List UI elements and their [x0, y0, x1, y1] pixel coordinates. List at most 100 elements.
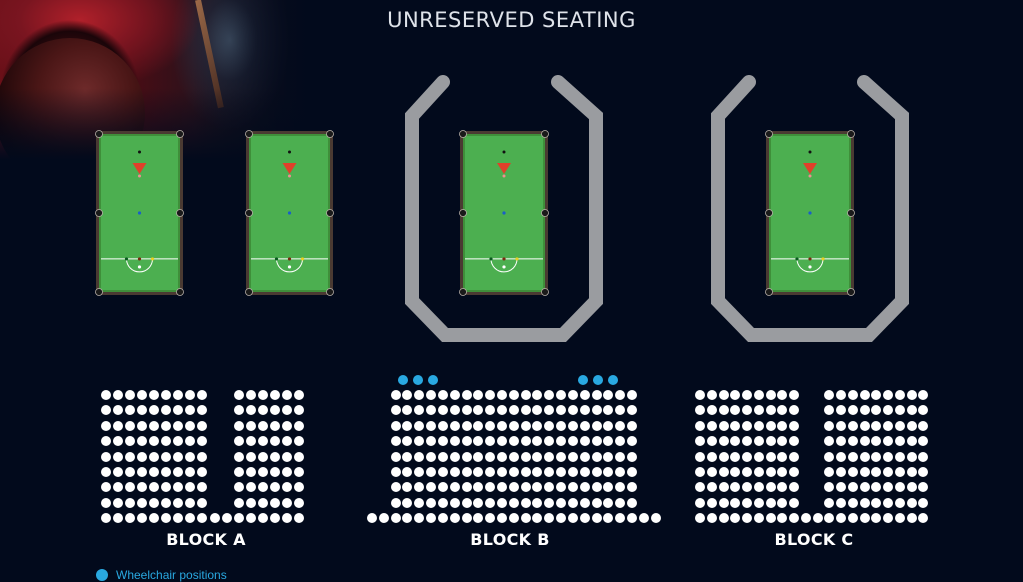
- seat[interactable]: [789, 405, 799, 416]
- seat[interactable]: [414, 497, 425, 508]
- seat[interactable]: [777, 482, 788, 493]
- seat[interactable]: [859, 436, 870, 447]
- seat[interactable]: [544, 405, 555, 416]
- seat[interactable]: [197, 482, 208, 493]
- seat[interactable]: [718, 467, 729, 477]
- seat[interactable]: [449, 390, 460, 400]
- seat[interactable]: [520, 436, 531, 447]
- seat[interactable]: [579, 390, 590, 400]
- seat[interactable]: [871, 390, 882, 400]
- seat[interactable]: [449, 467, 460, 477]
- seat[interactable]: [883, 436, 893, 447]
- seat[interactable]: [742, 436, 752, 447]
- seat[interactable]: [556, 405, 567, 416]
- seat[interactable]: [269, 482, 280, 493]
- seat[interactable]: [556, 390, 567, 400]
- seat[interactable]: [824, 451, 835, 462]
- seat[interactable]: [508, 390, 519, 400]
- seat[interactable]: [765, 482, 776, 493]
- seat[interactable]: [149, 420, 160, 431]
- seat[interactable]: [497, 436, 508, 447]
- seat[interactable]: [627, 482, 638, 493]
- seat[interactable]: [591, 513, 602, 524]
- seat[interactable]: [906, 390, 917, 400]
- seat[interactable]: [461, 467, 472, 477]
- seat[interactable]: [918, 451, 929, 462]
- seat[interactable]: [777, 513, 788, 524]
- seat[interactable]: [426, 482, 437, 493]
- seat[interactable]: [871, 405, 882, 416]
- seat[interactable]: [777, 451, 788, 462]
- seat[interactable]: [753, 405, 764, 416]
- seat[interactable]: [567, 451, 578, 462]
- seat[interactable]: [221, 513, 232, 524]
- seat[interactable]: [718, 420, 729, 431]
- seat[interactable]: [137, 436, 148, 447]
- seat[interactable]: [591, 482, 602, 493]
- seat[interactable]: [449, 482, 460, 493]
- seat[interactable]: [473, 513, 484, 524]
- seat[interactable]: [883, 513, 893, 524]
- seat[interactable]: [765, 451, 776, 462]
- seat[interactable]: [113, 467, 124, 477]
- seat[interactable]: [567, 420, 578, 431]
- seat[interactable]: [765, 513, 776, 524]
- seat[interactable]: [390, 482, 401, 493]
- seat[interactable]: [281, 405, 292, 416]
- seat[interactable]: [508, 405, 519, 416]
- seat[interactable]: [173, 482, 184, 493]
- wheelchair-seat[interactable]: [413, 375, 423, 385]
- seat[interactable]: [497, 513, 508, 524]
- seat[interactable]: [497, 497, 508, 508]
- seat[interactable]: [414, 482, 425, 493]
- seat[interactable]: [579, 482, 590, 493]
- seat[interactable]: [520, 405, 531, 416]
- seat[interactable]: [293, 513, 304, 524]
- seat[interactable]: [544, 482, 555, 493]
- seat[interactable]: [742, 467, 752, 477]
- seat[interactable]: [185, 497, 196, 508]
- seat[interactable]: [824, 467, 835, 477]
- seat[interactable]: [847, 467, 858, 477]
- seat[interactable]: [402, 390, 413, 400]
- seat[interactable]: [461, 513, 472, 524]
- seat[interactable]: [591, 405, 602, 416]
- seat[interactable]: [753, 451, 764, 462]
- seat[interactable]: [615, 405, 626, 416]
- seat[interactable]: [627, 436, 638, 447]
- seat[interactable]: [742, 390, 752, 400]
- seat[interactable]: [836, 513, 846, 524]
- seat[interactable]: [532, 390, 543, 400]
- seat[interactable]: [718, 451, 729, 462]
- seat[interactable]: [257, 405, 268, 416]
- seat[interactable]: [101, 405, 111, 416]
- seat[interactable]: [859, 497, 870, 508]
- seat[interactable]: [426, 497, 437, 508]
- seat[interactable]: [836, 451, 846, 462]
- seat[interactable]: [765, 436, 776, 447]
- seat[interactable]: [137, 467, 148, 477]
- seat[interactable]: [233, 390, 244, 400]
- seat[interactable]: [615, 513, 626, 524]
- seat[interactable]: [859, 420, 870, 431]
- seat[interactable]: [508, 420, 519, 431]
- seat[interactable]: [281, 451, 292, 462]
- seat[interactable]: [871, 436, 882, 447]
- seat[interactable]: [603, 467, 614, 477]
- seat[interactable]: [461, 482, 472, 493]
- seat[interactable]: [173, 467, 184, 477]
- seat[interactable]: [730, 513, 741, 524]
- seat[interactable]: [161, 405, 172, 416]
- seat[interactable]: [906, 436, 917, 447]
- seat[interactable]: [245, 420, 256, 431]
- seat[interactable]: [753, 497, 764, 508]
- seat[interactable]: [847, 405, 858, 416]
- seat[interactable]: [101, 513, 111, 524]
- seat[interactable]: [497, 482, 508, 493]
- seat[interactable]: [449, 420, 460, 431]
- seat[interactable]: [508, 467, 519, 477]
- seat[interactable]: [101, 420, 111, 431]
- seat[interactable]: [824, 513, 835, 524]
- seat[interactable]: [269, 497, 280, 508]
- seat[interactable]: [836, 497, 846, 508]
